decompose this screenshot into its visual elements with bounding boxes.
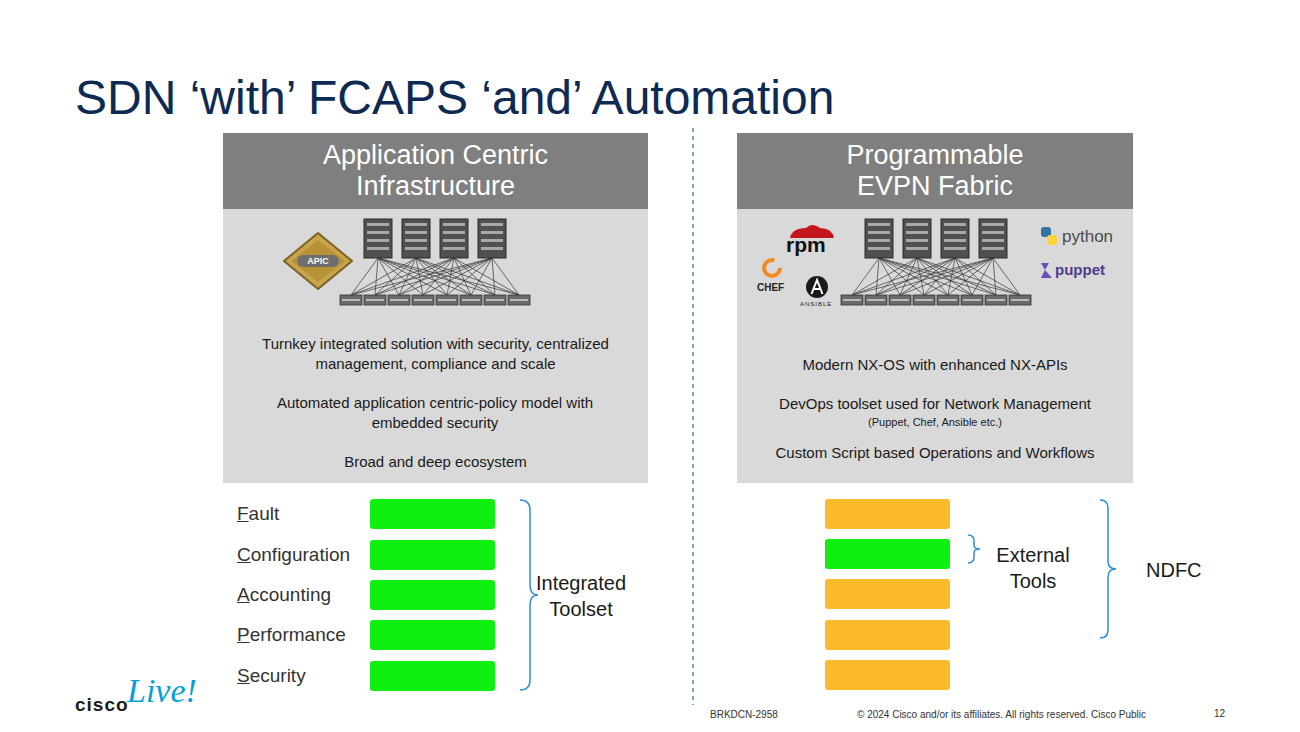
badge-text: APIC [283, 232, 353, 290]
tool-status-box [825, 539, 950, 569]
fabric-illustration [841, 219, 1031, 305]
fcaps-status-box: Performance [370, 620, 495, 650]
tool-status-box [825, 660, 950, 690]
panel-body-text: (Puppet, Chef, Ansible etc.) [745, 416, 1125, 429]
fcaps-status-box: Fault [370, 499, 495, 529]
diamond-shape [284, 233, 352, 289]
fcaps-status-box: Accounting [370, 580, 495, 610]
bracket [968, 535, 980, 563]
brand-logo: Live! [127, 672, 197, 710]
panel-body-text: Broad and deep ecosystem [233, 452, 638, 472]
fcaps-label: Configuration [237, 540, 350, 570]
panel-body-text: Custom Script based Operations and Workf… [745, 443, 1125, 463]
bracket-label: NDFC [1146, 559, 1202, 582]
ansible-icon-mark [812, 280, 823, 294]
panel-body-text: Automated application centric-policy mod… [255, 393, 615, 433]
chef-icon [764, 260, 780, 276]
python-icon [1047, 235, 1057, 245]
logo-text: puppet [1055, 261, 1105, 278]
fcaps-label: Fault [237, 499, 279, 529]
ansible-icon [806, 276, 828, 298]
bracket-label: External Tools [983, 542, 1083, 594]
logo-text: rpm [786, 233, 826, 257]
divider-line [692, 128, 693, 705]
fcaps-label: Accounting [237, 580, 331, 610]
solution-panel: Programmable EVPN FabricModern NX-OS wit… [737, 133, 1133, 483]
slide-title: SDN ‘with’ FCAPS ‘and’ Automation [75, 70, 834, 126]
panel-heading: Application Centric Infrastructure [223, 133, 648, 209]
panel-heading: Programmable EVPN Fabric [737, 133, 1133, 209]
logo-text: CHEF [757, 282, 784, 293]
copyright-note: © 2024 Cisco and/or its affiliates. All … [857, 709, 1146, 720]
puppet-icon [1041, 263, 1052, 278]
python-icon [1041, 227, 1051, 237]
logo-text: python [1062, 227, 1113, 247]
bracket [1100, 500, 1116, 638]
fcaps-label: Performance [237, 620, 346, 650]
tool-status-box [825, 579, 950, 609]
logo-text: ANSIBLE [800, 301, 832, 307]
bracket [520, 500, 538, 690]
session-code: BRKDCN-2958 [710, 709, 778, 720]
panel-body-text: Turnkey integrated solution with securit… [233, 334, 638, 374]
page-number: 12 [1214, 708, 1225, 719]
fcaps-status-box: Security [370, 661, 495, 691]
panel-body-text: DevOps toolset used for Network Manageme… [745, 394, 1125, 414]
brand-logo: cisco [75, 694, 129, 716]
solution-panel: Application Centric InfrastructureTurnke… [223, 133, 648, 483]
fabric-illustration [340, 219, 530, 305]
tool-status-box [825, 620, 950, 650]
panel-body-text: Modern NX-OS with enhanced NX-APIs [745, 355, 1125, 375]
fcaps-label: Security [237, 661, 306, 691]
bracket-label: Integrated Toolset [516, 570, 646, 622]
controller-badge: APIC [283, 232, 353, 290]
tool-status-box [825, 499, 950, 529]
fcaps-status-box: Configuration [370, 540, 495, 570]
